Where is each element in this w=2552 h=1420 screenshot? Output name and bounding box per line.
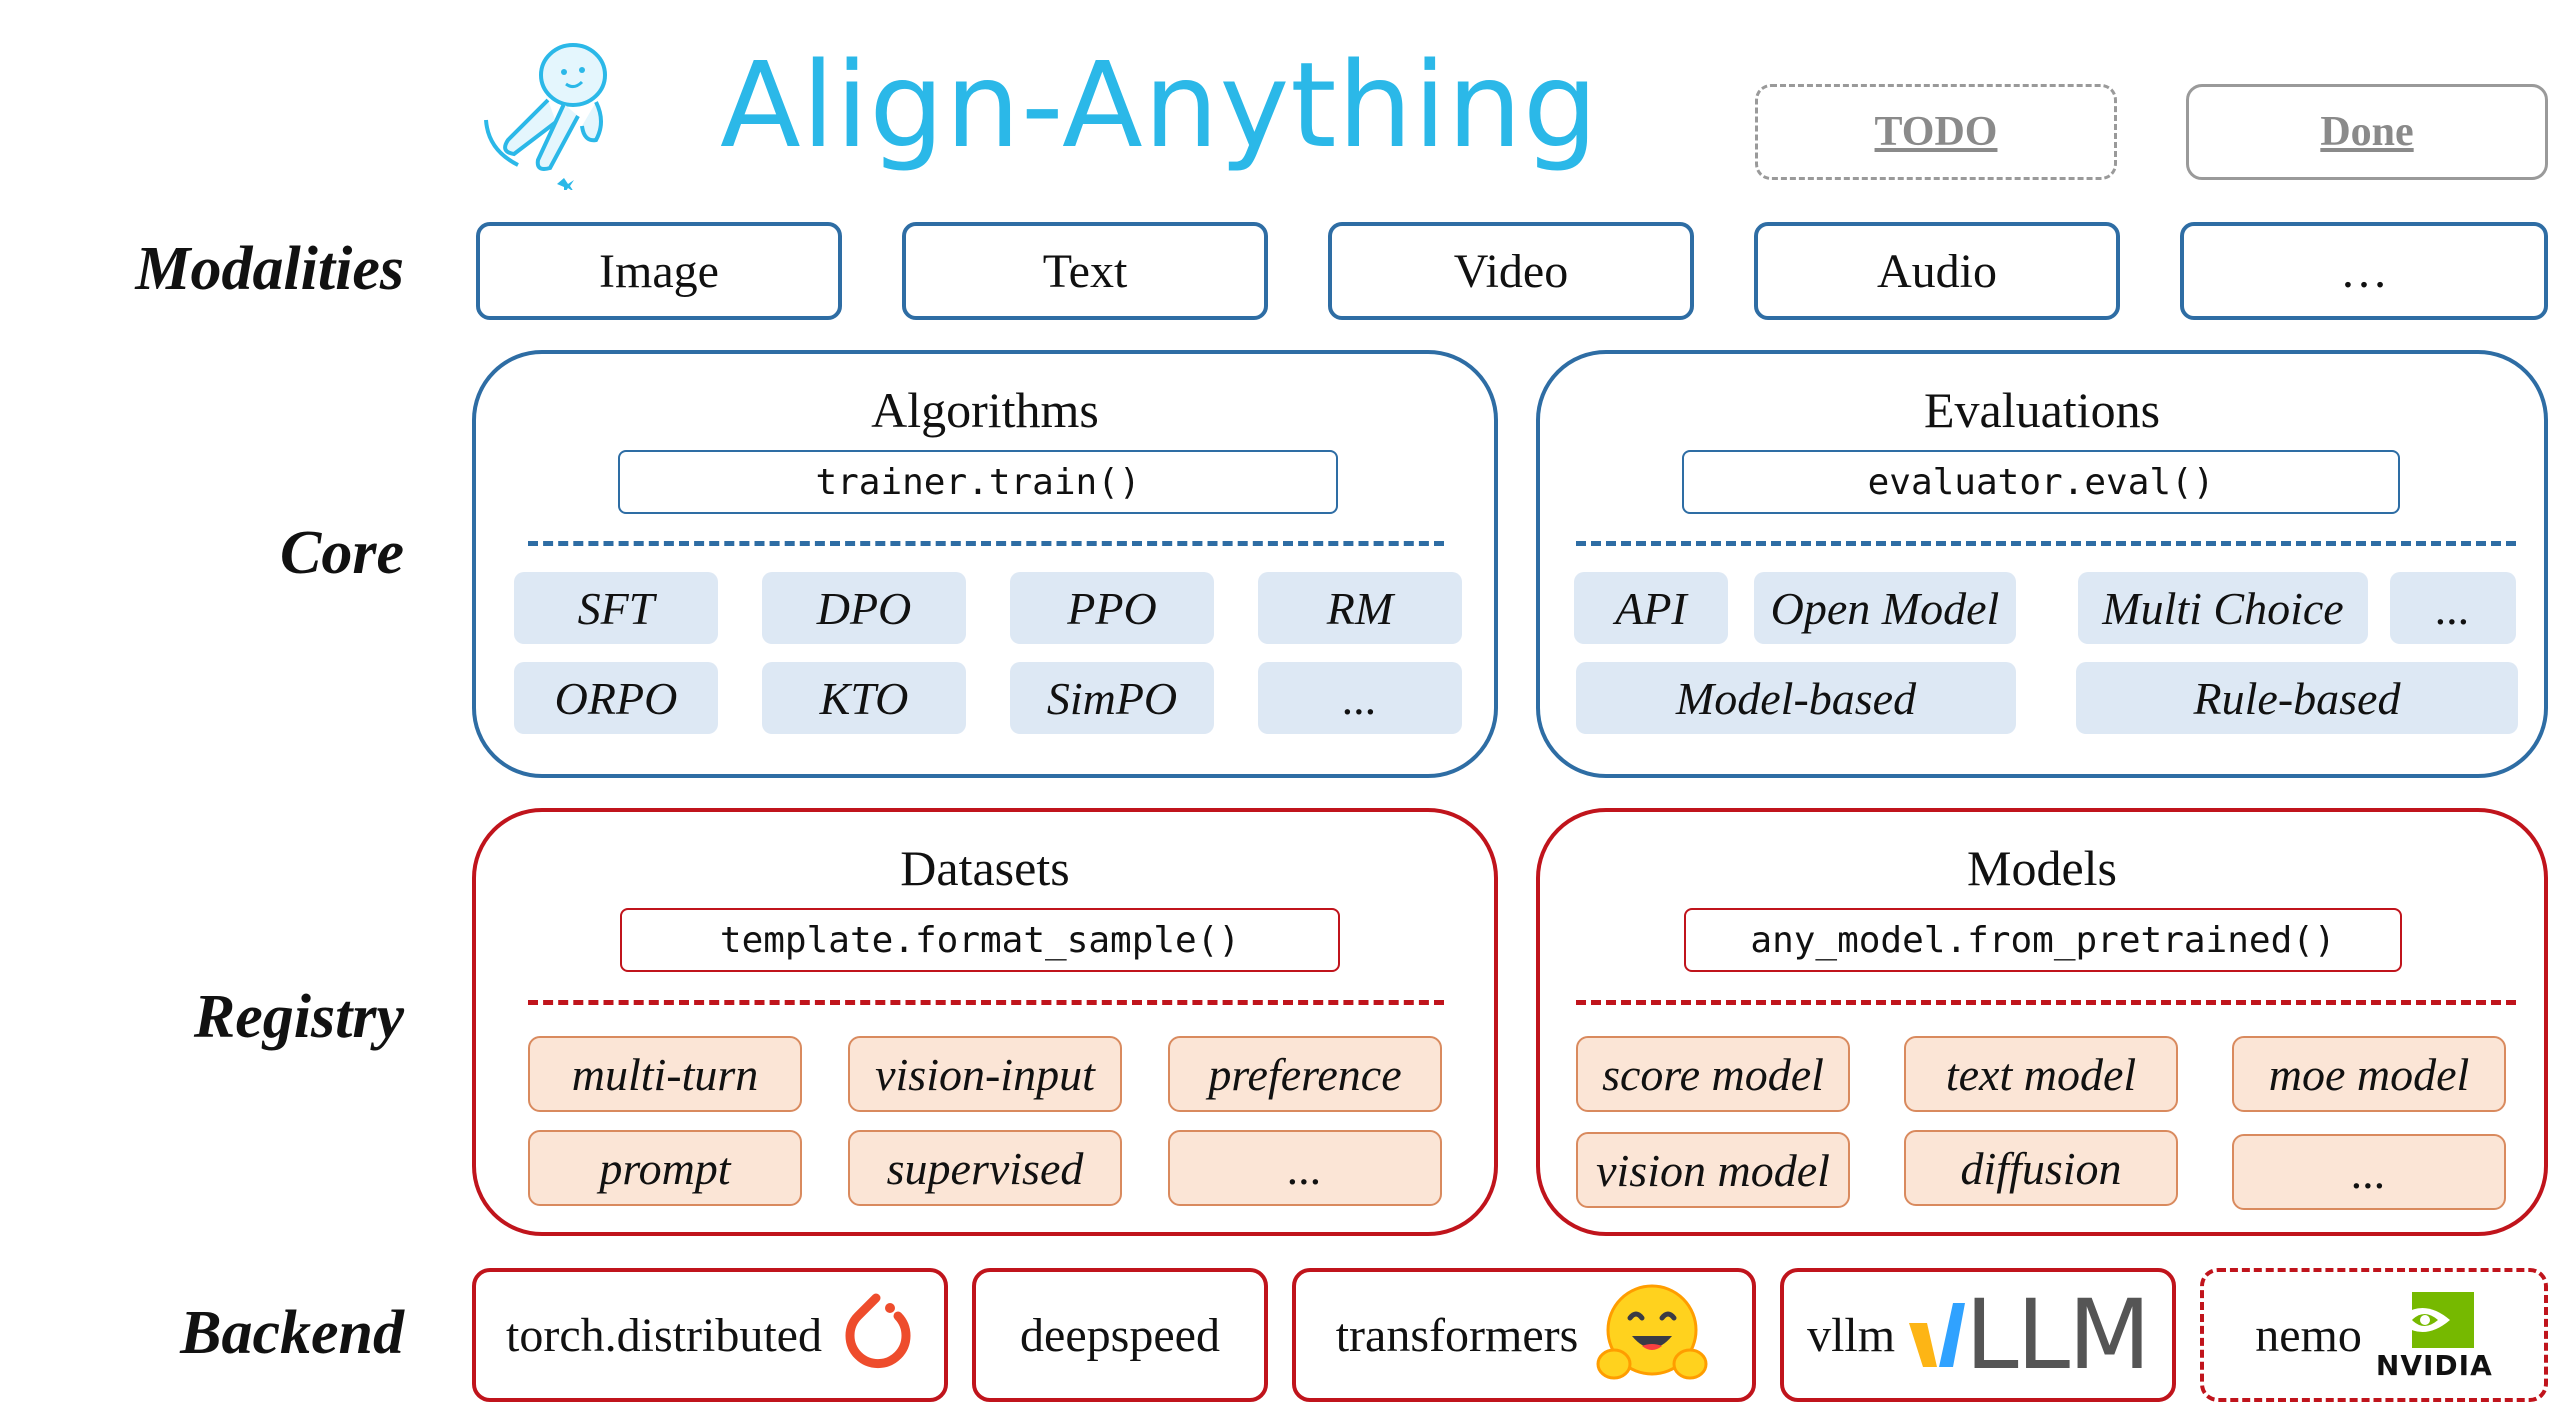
evaluations-panel: [1536, 350, 2548, 778]
evaluation-chip: Open Model: [1754, 572, 2016, 644]
backend-transformers: transformers: [1292, 1268, 1756, 1402]
model-chip: text model: [1904, 1036, 2178, 1112]
dataset-chip: supervised: [848, 1130, 1122, 1206]
align-anything-logo-icon: [478, 30, 628, 194]
evaluations-function: evaluator.eval(): [1682, 450, 2400, 514]
backend-label: nemo: [2255, 1308, 2362, 1362]
model-chip: ...: [2232, 1134, 2506, 1210]
vllm-logo-icon: LLM: [1909, 1279, 2151, 1391]
model-chip: vision model: [1576, 1132, 1850, 1208]
dataset-chip: preference: [1168, 1036, 1442, 1112]
evaluation-chip: Multi Choice: [2078, 572, 2368, 644]
algorithm-chip: ORPO: [514, 662, 718, 734]
datasets-title: Datasets: [900, 840, 1070, 896]
backend-label: vllm: [1807, 1308, 1896, 1362]
datasets-divider: [528, 1000, 1444, 1005]
backend-nemo: nemo NVIDIA: [2200, 1268, 2548, 1402]
models-title: Models: [1967, 840, 2117, 896]
dataset-chip: multi-turn: [528, 1036, 802, 1112]
models-panel: [1536, 808, 2548, 1236]
algorithms-divider: [528, 541, 1444, 546]
modality-text: Text: [902, 222, 1268, 320]
row-label-modalities: Modalities: [135, 235, 404, 303]
backend-label: torch.distributed: [506, 1308, 822, 1362]
modality-label: Audio: [1877, 244, 1997, 298]
model-chip: score model: [1576, 1036, 1850, 1112]
row-label-backend: Backend: [180, 1299, 404, 1367]
dataset-chip: prompt: [528, 1130, 802, 1206]
legend-done: Done: [2186, 84, 2548, 180]
hugging-face-logo-icon: [1592, 1280, 1712, 1390]
pytorch-logo-icon: [836, 1290, 914, 1380]
legend-todo-label: TODO: [1874, 109, 1998, 155]
evaluation-chip: Model-based: [1576, 662, 2016, 734]
models-function: any_model.from_pretrained(): [1684, 908, 2402, 972]
datasets-panel: [472, 808, 1498, 1236]
evaluation-chip: Rule-based: [2076, 662, 2518, 734]
evaluations-title: Evaluations: [1923, 382, 2161, 438]
algorithm-chip: SimPO: [1010, 662, 1214, 734]
algorithms-function: trainer.train(): [618, 450, 1338, 514]
modality-label: Video: [1453, 244, 1569, 298]
datasets-function: template.format_sample(): [620, 908, 1340, 972]
backend-deepspeed: deepspeed: [972, 1268, 1268, 1402]
algorithms-title: Algorithms: [871, 382, 1099, 438]
legend-done-label: Done: [2320, 109, 2414, 155]
algorithm-chip: DPO: [762, 572, 966, 644]
modality-label: …: [2340, 244, 2388, 298]
row-label-registry: Registry: [193, 983, 404, 1051]
algorithm-chip: SFT: [514, 572, 718, 644]
dataset-chip: vision-input: [848, 1036, 1122, 1112]
modality-audio: Audio: [1754, 222, 2120, 320]
row-label-core: Core: [280, 519, 404, 587]
algorithm-chip: KTO: [762, 662, 966, 734]
backend-vllm: vllm LLM: [1780, 1268, 2176, 1402]
evaluation-chip: API: [1574, 572, 1728, 644]
modality-label: Text: [1042, 244, 1128, 298]
model-chip: diffusion: [1904, 1130, 2178, 1206]
evaluations-divider: [1576, 541, 2516, 546]
algorithm-chip: RM: [1258, 572, 1462, 644]
app-title: Align-Anything: [720, 36, 1599, 174]
backend-torch-distributed: torch.distributed: [472, 1268, 948, 1402]
modality-label: Image: [599, 244, 719, 298]
algorithm-chip: ...: [1258, 662, 1462, 734]
backend-label: transformers: [1335, 1308, 1579, 1362]
evaluation-chip: ...: [2390, 572, 2516, 644]
nvidia-logo-text: NVIDIA: [2375, 1349, 2493, 1382]
backend-label: deepspeed: [1020, 1308, 1220, 1362]
models-divider: [1576, 1000, 2516, 1005]
algorithms-panel: [472, 350, 1498, 778]
modality-image: Image: [476, 222, 842, 320]
modality-more: …: [2180, 222, 2548, 320]
dataset-chip: ...: [1168, 1130, 1442, 1206]
nvidia-logo-icon: NVIDIA: [2376, 1290, 2493, 1380]
legend-todo: TODO: [1755, 84, 2117, 180]
vllm-logo-text: LLM: [1965, 1279, 2151, 1391]
modality-video: Video: [1328, 222, 1694, 320]
algorithm-chip: PPO: [1010, 572, 1214, 644]
model-chip: moe model: [2232, 1036, 2506, 1112]
